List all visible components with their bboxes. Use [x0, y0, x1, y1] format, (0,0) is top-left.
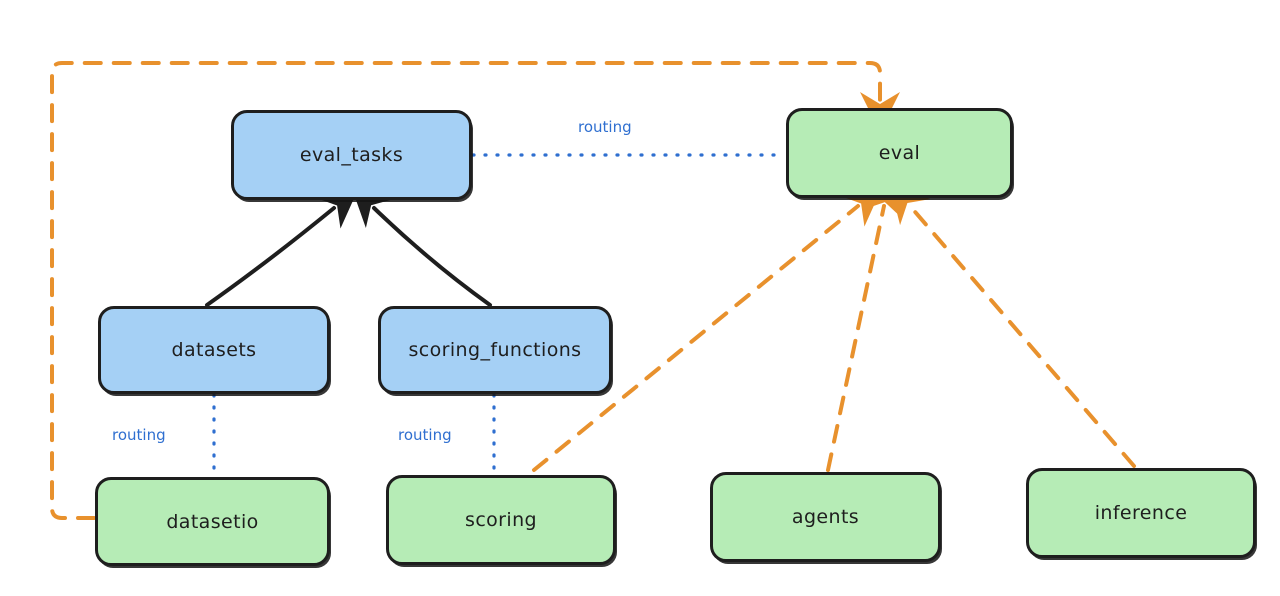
- node-datasets[interactable]: datasets: [98, 306, 330, 394]
- node-scoring-functions[interactable]: scoring_functions: [378, 306, 612, 394]
- edge-datasetio-to-eval: [50, 61, 900, 520]
- node-label-datasetio: datasetio: [166, 510, 259, 533]
- node-label-datasets: datasets: [171, 339, 257, 361]
- node-datasetio[interactable]: datasetio: [95, 477, 330, 566]
- node-label-agents: agents: [791, 506, 860, 528]
- node-eval-tasks[interactable]: eval_tasks: [231, 110, 472, 200]
- edge-label-routing-scoring: routing: [398, 426, 452, 444]
- node-label-scoring-functions: scoring_functions: [408, 339, 582, 361]
- edge-inference-to-eval: [889, 181, 1136, 468]
- node-label-eval: eval: [878, 142, 921, 164]
- node-label-inference: inference: [1094, 502, 1188, 524]
- node-label-eval-tasks: eval_tasks: [299, 144, 404, 166]
- edge-label-routing-eval: routing: [578, 118, 632, 136]
- node-label-scoring: scoring: [465, 509, 537, 531]
- node-eval[interactable]: eval: [786, 108, 1013, 198]
- edge-agents-to-eval: [826, 174, 902, 472]
- node-inference[interactable]: inference: [1026, 468, 1256, 558]
- edge-label-routing-datasetio: routing: [112, 426, 166, 444]
- node-agents[interactable]: agents: [710, 472, 941, 562]
- edge-datasets-to-eval-tasks: [205, 187, 359, 307]
- edge-scoring-functions-to-eval-tasks: [350, 185, 492, 307]
- edge-scoring-to-eval: [532, 185, 883, 472]
- node-scoring[interactable]: scoring: [386, 475, 616, 565]
